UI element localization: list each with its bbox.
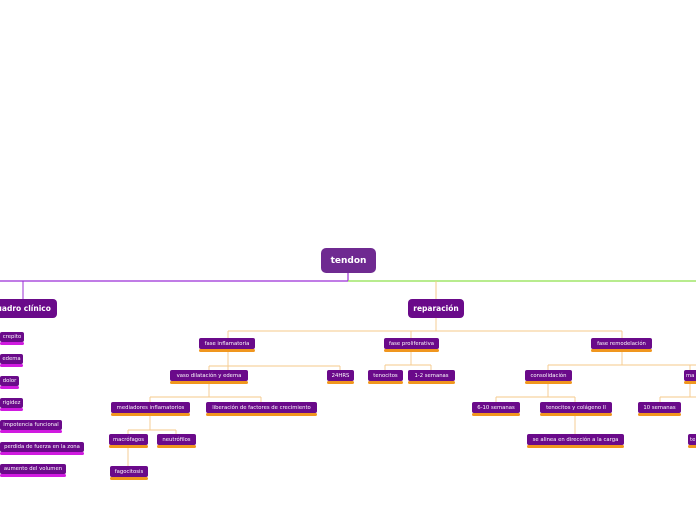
underline xyxy=(206,413,317,416)
node-10-semanas[interactable]: 10 semanas xyxy=(638,402,681,413)
node-mediadores[interactable]: mediadores inflamatorios xyxy=(111,402,190,413)
root-node-tendon[interactable]: tendon xyxy=(321,248,376,273)
underline xyxy=(591,349,652,352)
underline xyxy=(540,413,612,416)
underline xyxy=(408,381,455,384)
node-fagocitosis[interactable]: fagocitosis xyxy=(110,466,148,477)
underline xyxy=(472,413,520,416)
node-fase-inflamatoria[interactable]: fase inflamatoria xyxy=(199,338,255,349)
item-rigidez[interactable]: rigidez xyxy=(0,398,23,408)
node-fase-proliferativa[interactable]: fase proliferativa xyxy=(384,338,439,349)
underline xyxy=(111,413,190,416)
node-neutrofilos[interactable]: neutrófilos xyxy=(157,434,196,445)
node-fase-remodelacion[interactable]: fase remodelación xyxy=(591,338,652,349)
node-consolidacion[interactable]: consolidación xyxy=(525,370,572,381)
underline xyxy=(0,342,24,345)
branch-reparacion[interactable]: reparación xyxy=(408,299,464,318)
item-perdida-de-fuerza[interactable]: perdida de fuerza en la zona xyxy=(0,442,84,452)
branch-cuadro-clinico[interactable]: cuadro clínico xyxy=(0,299,57,318)
node-liberacion[interactable]: liberación de factores de crecimiento xyxy=(206,402,317,413)
node-macrofagos[interactable]: macrófagos xyxy=(109,434,148,445)
underline xyxy=(0,364,23,367)
node-6-10-semanas[interactable]: 6-10 semanas xyxy=(472,402,520,413)
item-dolor[interactable]: dolor xyxy=(0,376,19,386)
item-crepito[interactable]: crepito xyxy=(0,332,24,342)
underline xyxy=(170,381,248,384)
underline xyxy=(525,381,572,384)
item-edema[interactable]: edema xyxy=(0,354,23,364)
underline xyxy=(0,452,84,455)
underline xyxy=(327,381,354,384)
underline xyxy=(638,413,681,416)
underline xyxy=(384,349,439,352)
node-tenocitos-colageno[interactable]: tenocitos y colágeno II xyxy=(540,402,612,413)
underline xyxy=(110,477,148,480)
item-impotencia-funcional[interactable]: impotencia funcional xyxy=(0,420,62,430)
underline xyxy=(157,445,196,448)
node-ma[interactable]: ma xyxy=(684,370,696,381)
node-24hrs[interactable]: 24HRS xyxy=(327,370,354,381)
item-aumento-del-volumen[interactable]: aumento del volumen xyxy=(0,464,66,474)
underline xyxy=(0,430,62,433)
node-te[interactable]: te xyxy=(688,434,696,445)
underline xyxy=(0,474,66,477)
node-se-alinea[interactable]: se alinea en dirección a la carga xyxy=(527,434,624,445)
underline xyxy=(368,381,403,384)
node-tenocitos[interactable]: tenocitos xyxy=(368,370,403,381)
underline xyxy=(0,386,19,389)
underline xyxy=(199,349,255,352)
node-1-2-semanas[interactable]: 1-2 semanas xyxy=(408,370,455,381)
underline xyxy=(109,445,148,448)
underline xyxy=(684,381,696,384)
underline xyxy=(527,445,624,448)
underline xyxy=(688,445,696,448)
node-vaso-dilatacion[interactable]: vaso dilatación y edema xyxy=(170,370,248,381)
underline xyxy=(0,408,23,411)
